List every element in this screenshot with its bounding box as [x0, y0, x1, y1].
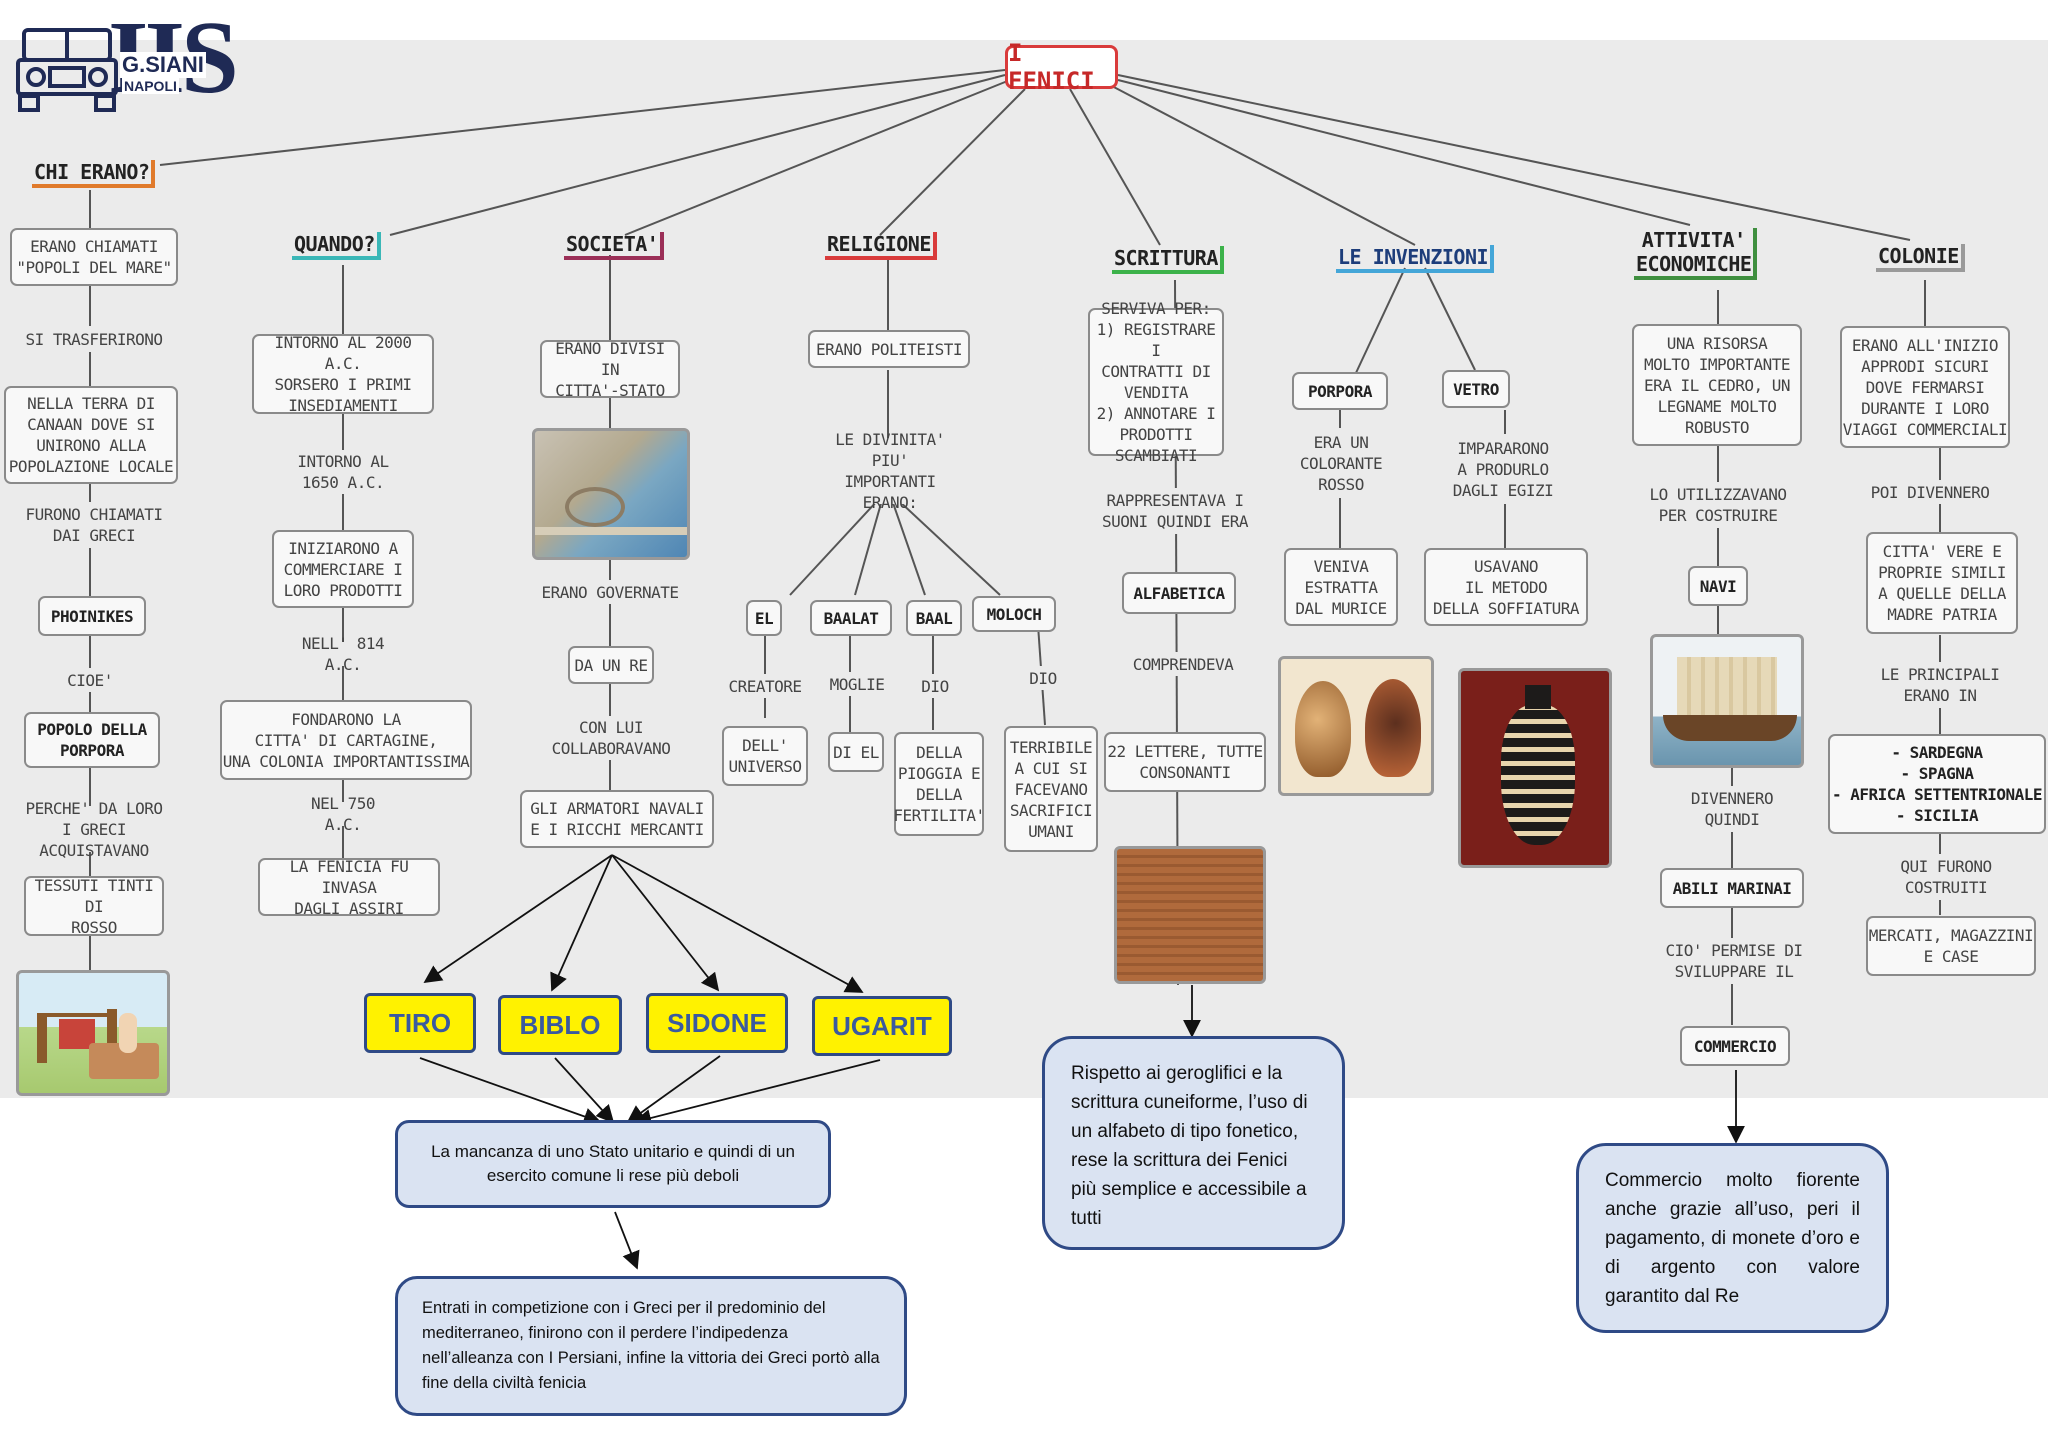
- chi-node-tessuti: TESSUTI TINTI DI ROSSO: [24, 876, 164, 937]
- religione-node-divinita: LE DIVINITA' PIU' IMPORTANTI ERANO:: [818, 430, 962, 512]
- societa-node-armatori: GLI ARMATORI NAVALI E I RICCHI MERCANTI: [520, 790, 714, 848]
- chi-node-canaan: NELLA TERRA DI CANAAN DOVE SI UNIRONO AL…: [4, 386, 178, 484]
- invenzioni-node-soffiatura: USAVANO IL METODO DELLA SOFFIATURA: [1424, 548, 1588, 626]
- note-commercio-fiorente-text: Commercio molto fiorente anche grazie al…: [1605, 1170, 1860, 1307]
- glass-vase-image: [1458, 668, 1612, 868]
- societa-node-re: DA UN RE: [568, 646, 654, 684]
- invenzioni-node-colorante: ERA UN COLORANTE ROSSO: [1286, 428, 1396, 498]
- city-box-tiro: TIRO: [364, 993, 476, 1053]
- city-box-biblo: BIBLO: [498, 995, 622, 1055]
- logo-text-siani: G.SIANI: [120, 52, 206, 78]
- note-competizione-greci-text: Entrati in competizione con i Greci per …: [422, 1299, 880, 1392]
- chi-node-popolo-porpora: POPOLO DELLA PORPORA: [24, 712, 160, 768]
- note-stato-unitario-text: La mancanza di uno Stato unitario e quin…: [431, 1142, 795, 1185]
- religione-node-pioggia: DELLA PIOGGIA E DELLA FERTILITA': [893, 732, 985, 836]
- attivita-node-divennero: DIVENNERO QUINDI: [1666, 786, 1798, 832]
- header-scrittura: SCRITTURA: [1112, 246, 1224, 274]
- religione-node-dio-moloch: DIO: [1020, 666, 1066, 690]
- colonie-node-mercati: MERCATI, MAGAZZINI E CASE: [1866, 916, 2036, 976]
- chi-node-perche: PERCHE' DA LORO I GRECI ACQUISTAVANO: [4, 799, 184, 860]
- colonie-node-approdi: ERANO ALL'INIZIO APPRODI SICURI DOVE FER…: [1840, 326, 2010, 448]
- religione-node-terribile: TERRIBILE A CUI SI FACEVANO SACRIFICI UM…: [1004, 726, 1098, 852]
- societa-node-governate: ERANO GOVERNATE: [526, 580, 694, 604]
- header-colonie: COLONIE: [1876, 244, 1965, 272]
- quando-node-commerciare: INIZIARONO A COMMERCIARE I LORO PRODOTTI: [272, 530, 414, 608]
- religione-node-creatore: CREATORE: [720, 674, 810, 698]
- colonie-node-citta-vere: CITTA' VERE E PROPRIE SIMILI A QUELLE DE…: [1866, 532, 2018, 634]
- religione-node-universo: DELL' UNIVERSO: [722, 726, 808, 786]
- invenzioni-node-egizi: IMPARARONO A PRODURLO DAGLI EGIZI: [1444, 434, 1562, 504]
- quando-node-814: NELL' 814 A.C.: [280, 634, 406, 674]
- attivita-node-permise: CIO' PERMISE DI SVILUPPARE IL: [1660, 938, 1808, 984]
- religione-node-moglie: MOGLIE: [822, 672, 892, 696]
- religione-node-el: EL: [746, 600, 782, 636]
- quando-node-cartagine: FONDARONO LA CITTA' DI CARTAGINE, UNA CO…: [220, 700, 472, 780]
- header-quando: QUANDO?: [292, 232, 381, 260]
- chi-node-trasferirono: SI TRASFERIRONO: [10, 326, 178, 352]
- header-attivita-economiche: ATTIVITA' ECONOMICHE: [1634, 228, 1758, 280]
- murex-shells-image: [1278, 656, 1434, 796]
- scrittura-node-alfabetica: ALFABETICA: [1122, 572, 1236, 614]
- scrittura-node-serviva: SERVIVA PER: 1) REGISTRARE I CONTRATTI D…: [1088, 299, 1224, 465]
- quando-node-assiri: LA FENICIA FU INVASA DAGLI ASSIRI: [258, 857, 440, 918]
- attivita-node-utilizzavano: LO UTILIZZAVANO PER COSTRUIRE: [1634, 482, 1802, 528]
- invenzioni-node-vetro: VETRO: [1442, 370, 1510, 408]
- city-box-sidone: SIDONE: [646, 993, 788, 1053]
- quando-node-750: NEL 750 A.C.: [290, 794, 396, 834]
- religione-node-baalat: BAALAT: [810, 600, 892, 636]
- religione-node-di-el: DI EL: [828, 732, 884, 772]
- note-alfabeto-fonetico: Rispetto ai geroglifici e la scrittura c…: [1042, 1036, 1345, 1250]
- religione-node-moloch: MOLOCH: [972, 596, 1056, 632]
- ancient-city-image: [532, 428, 690, 560]
- attivita-node-cedro: UNA RISORSA MOLTO IMPORTANTE ERA IL CEDR…: [1632, 324, 1802, 446]
- attivita-node-navi: NAVI: [1688, 566, 1748, 606]
- header-chi-erano: CHI ERANO?: [32, 160, 156, 188]
- invenzioni-node-murice: VENIVA ESTRATTA DAL MURICE: [1284, 548, 1398, 626]
- header-religione: RELIGIONE: [825, 232, 937, 260]
- religione-node-dio-baal: DIO: [912, 674, 958, 698]
- religione-node-baal: BAAL: [906, 600, 962, 636]
- note-stato-unitario: La mancanza di uno Stato unitario e quin…: [395, 1120, 831, 1208]
- colonie-node-divennero: POI DIVENNERO: [1864, 480, 1996, 504]
- school-logo: IIS G.SIANI NAPOLI: [12, 6, 244, 120]
- chi-node-chiamati: FURONO CHIAMATI DAI GRECI: [10, 502, 178, 548]
- colonie-node-costruiti: QUI FURONO COSTRUITI: [1880, 854, 2012, 900]
- scrittura-node-comprendeva: COMPRENDEVA: [1120, 652, 1246, 676]
- chi-node-phoinikes: PHOINIKES: [38, 596, 146, 636]
- chi-node-popoli-del-mare: ERANO CHIAMATI "POPOLI DEL MARE": [10, 228, 178, 286]
- scrittura-node-suoni: RAPPRESENTAVA I SUONI QUINDI ERA: [1098, 488, 1252, 534]
- invenzioni-node-porpora: PORPORA: [1292, 372, 1388, 410]
- logo-text-napoli: NAPOLI: [122, 78, 179, 94]
- map-title: I FENICI: [1005, 39, 1118, 95]
- quando-node-1650: INTORNO AL 1650 A.C.: [270, 450, 416, 494]
- attivita-node-abili-marinai: ABILI MARINAI: [1660, 868, 1804, 908]
- attivita-node-commercio: COMMERCIO: [1680, 1026, 1790, 1066]
- header-le-invenzioni: LE INVENZIONI: [1336, 245, 1495, 273]
- religione-node-politeisti: ERANO POLITEISTI: [808, 330, 970, 368]
- colonie-node-sardegna-spagna-africa-sicilia: - SARDEGNA - SPAGNA - AFRICA SETTENTRION…: [1828, 734, 2046, 834]
- note-competizione-greci: Entrati in competizione con i Greci per …: [395, 1276, 907, 1416]
- note-commercio-fiorente: Commercio molto fiorente anche grazie al…: [1576, 1143, 1889, 1333]
- dyers-illustration-image: [16, 970, 170, 1096]
- colonie-node-principali: LE PRINCIPALI ERANO IN: [1870, 662, 2010, 708]
- societa-node-citta-stato: ERANO DIVISI IN CITTA'-STATO: [540, 339, 680, 400]
- phoenician-ship-image: [1650, 634, 1804, 768]
- jeep-logo-icon: [16, 28, 118, 112]
- chi-node-cioe: CIOE': [60, 668, 120, 692]
- cuneiform-tablet-image: [1114, 846, 1266, 984]
- societa-node-collaboravano: CON LUI COLLABORAVANO: [536, 716, 686, 760]
- note-alfabeto-fonetico-text: Rispetto ai geroglifici e la scrittura c…: [1071, 1063, 1308, 1229]
- quando-node-2000: INTORNO AL 2000 A.C. SORSERO I PRIMI INS…: [252, 333, 434, 415]
- scrittura-node-22-lettere: 22 LETTERE, TUTTE CONSONANTI: [1104, 732, 1266, 792]
- header-societa: SOCIETA': [564, 232, 665, 260]
- city-box-ugarit: UGARIT: [812, 996, 952, 1056]
